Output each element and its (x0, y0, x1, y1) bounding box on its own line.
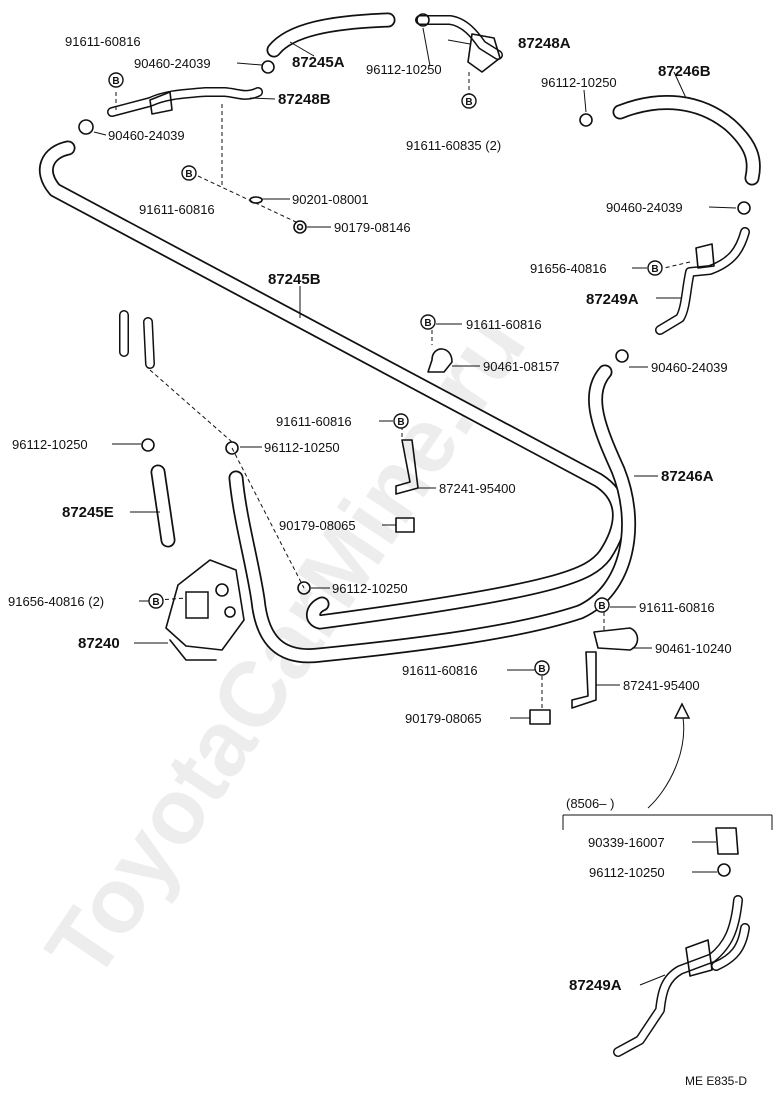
label-91611-60816: 91611-60816 (276, 414, 352, 429)
hose-87245E[interactable] (150, 464, 176, 548)
bolt-marker: B (534, 660, 550, 676)
label-96112-10250: 96112-10250 (589, 865, 665, 880)
hose-87246B[interactable] (612, 94, 761, 186)
bolt-marker: B (393, 413, 409, 429)
hose-87246A[interactable] (228, 364, 636, 664)
label-87248A: 87248A (518, 35, 571, 52)
svg-text:B: B (112, 76, 119, 87)
label-96112-10250: 96112-10250 (264, 440, 340, 455)
label-90460-24039: 90460-24039 (651, 360, 728, 375)
label-96112-10250: 96112-10250 (541, 75, 617, 90)
label-87249A: 87249A (569, 977, 622, 994)
label-90201-08001: 90201-08001 (292, 192, 369, 207)
svg-text:B: B (538, 664, 545, 675)
pipe-87249A-top[interactable] (655, 227, 750, 335)
bolt-marker: B (461, 93, 477, 109)
label-96112-10250: 96112-10250 (366, 62, 442, 77)
label-90460-24039: 90460-24039 (108, 128, 185, 143)
pointer-arrow (647, 702, 691, 809)
pipe-87249A-bottom[interactable] (613, 895, 750, 1057)
label-90179-08065: 90179-08065 (405, 711, 482, 726)
label-96112-10250: 96112-10250 (12, 437, 88, 452)
pipe-87248B[interactable] (107, 87, 263, 117)
svg-text:B: B (424, 318, 431, 329)
label-90461-08157: 90461-08157 (483, 359, 560, 374)
alignment-lines (115, 72, 691, 710)
water-valve-87240[interactable] (165, 559, 245, 661)
label-90460-24039: 90460-24039 (134, 56, 211, 71)
label-96112-10250: 96112-10250 (332, 581, 408, 596)
svg-text:B: B (651, 264, 658, 275)
hose-87245B[interactable] (38, 140, 627, 630)
bolt-marker: B (181, 165, 197, 181)
bolt-marker: B (108, 72, 124, 88)
label-90179-08065: 90179-08065 (279, 518, 356, 533)
label-87245A: 87245A (292, 54, 345, 71)
svg-text:B: B (185, 169, 192, 180)
label-87240: 87240 (78, 635, 120, 652)
svg-text:B: B (152, 597, 159, 608)
label-87246A: 87246A (661, 468, 714, 485)
label-87246B: 87246B (658, 63, 711, 80)
hose-87245A[interactable] (266, 12, 396, 58)
label-87245E: 87245E (62, 504, 114, 521)
label-91611-60816: 91611-60816 (139, 202, 215, 217)
label-87249A: 87249A (586, 291, 639, 308)
bolt-marker: B (647, 260, 663, 276)
svg-text:B: B (465, 97, 472, 108)
label-87241-95400: 87241-95400 (439, 481, 516, 496)
label-91611-60835: 91611-60835 (2) (406, 138, 501, 153)
label-90460-24039: 90460-24039 (606, 200, 683, 215)
bolt-marker: B (594, 597, 610, 613)
pipe-87248A[interactable] (415, 15, 503, 73)
label-87248B: 87248B (278, 91, 331, 108)
label-87241-95400: 87241-95400 (623, 678, 700, 693)
label-87245B: 87245B (268, 271, 321, 288)
bracket-box (562, 814, 773, 830)
label-91656-40816: 91656-40816 (2) (8, 594, 104, 609)
leader-lines (93, 27, 737, 986)
label-91611-60816: 91611-60816 (639, 600, 715, 615)
hose-stubs (119, 310, 155, 369)
label-91611-60816: 91611-60816 (65, 34, 141, 49)
footer-code: ME E835-D (685, 1074, 747, 1088)
clamp-parts (78, 13, 751, 877)
label-90339-16007: 90339-16007 (588, 835, 665, 850)
bolt-marker: B (148, 593, 164, 609)
bracket-note: (8506– ) (566, 796, 614, 811)
bolt-marker: B (420, 314, 436, 330)
svg-text:B: B (598, 601, 605, 612)
label-91611-60816: 91611-60816 (466, 317, 542, 332)
label-91611-60816: 91611-60816 (402, 663, 478, 678)
label-90179-08146: 90179-08146 (334, 220, 411, 235)
svg-text:B: B (397, 417, 404, 428)
label-90461-10240: 90461-10240 (655, 641, 732, 656)
label-91656-40816: 91656-40816 (530, 261, 607, 276)
